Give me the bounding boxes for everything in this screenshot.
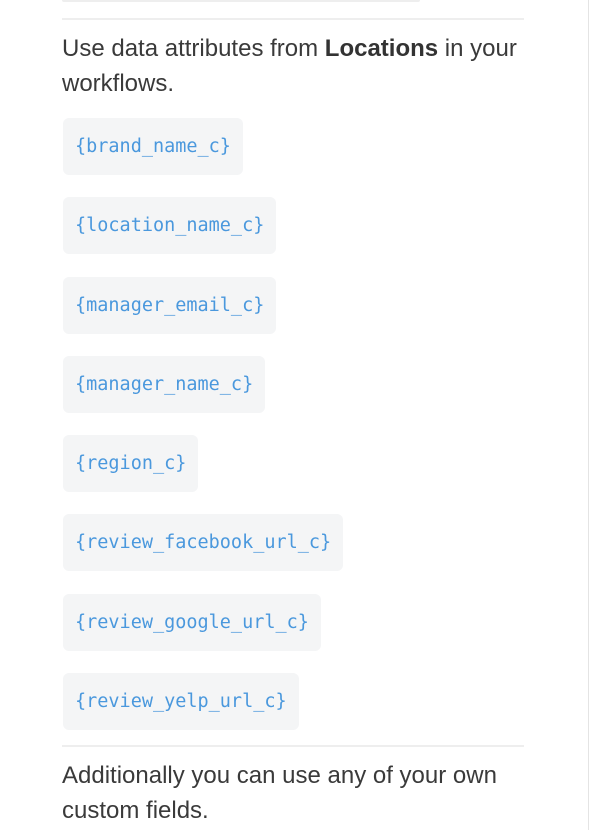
intro-prefix: Use data attributes from bbox=[62, 35, 325, 62]
section-divider-bottom bbox=[62, 745, 524, 747]
attribute-list-item: {location_name_c} bbox=[63, 197, 343, 255]
previous-section-edge bbox=[62, 0, 420, 2]
intro-entity-name: Locations bbox=[324, 35, 439, 62]
attribute-chip-manager-email[interactable]: {manager_email_c} bbox=[63, 276, 277, 334]
attribute-list-item: {review_facebook_url_c} bbox=[63, 514, 344, 572]
attribute-chip-review-google-url[interactable]: {review_google_url_c} bbox=[63, 593, 321, 651]
attribute-chip-review-yelp-url[interactable]: {review_yelp_url_c} bbox=[63, 673, 299, 731]
attribute-list-item: {brand_name_c} bbox=[63, 118, 343, 175]
intro-suffix: in your workflows. bbox=[62, 35, 517, 97]
panel-right-border bbox=[588, 0, 589, 830]
section-divider-top bbox=[62, 18, 524, 20]
data-attribute-list: {brand_name_c} {location_name_c} {manage… bbox=[63, 118, 344, 752]
attribute-list-item: {region_c} bbox=[63, 435, 343, 493]
attributes-intro-text: Use data attributes from Locations in yo… bbox=[62, 31, 532, 101]
custom-fields-note: Additionally you can use any of your own… bbox=[62, 762, 497, 824]
attribute-chip-brand-name[interactable]: {brand_name_c} bbox=[63, 118, 243, 175]
attribute-chip-region[interactable]: {region_c} bbox=[63, 435, 199, 493]
attribute-chip-review-facebook-url[interactable]: {review_facebook_url_c} bbox=[63, 514, 344, 572]
attribute-list-item: {review_google_url_c} bbox=[63, 593, 343, 651]
attribute-list-item: {manager_email_c} bbox=[63, 276, 343, 334]
attribute-list-item: {review_yelp_url_c} bbox=[63, 673, 343, 731]
attribute-chip-manager-name[interactable]: {manager_name_c} bbox=[63, 355, 266, 413]
attribute-list-item: {manager_name_c} bbox=[63, 355, 343, 413]
attribute-chip-location-name[interactable]: {location_name_c} bbox=[63, 197, 277, 255]
